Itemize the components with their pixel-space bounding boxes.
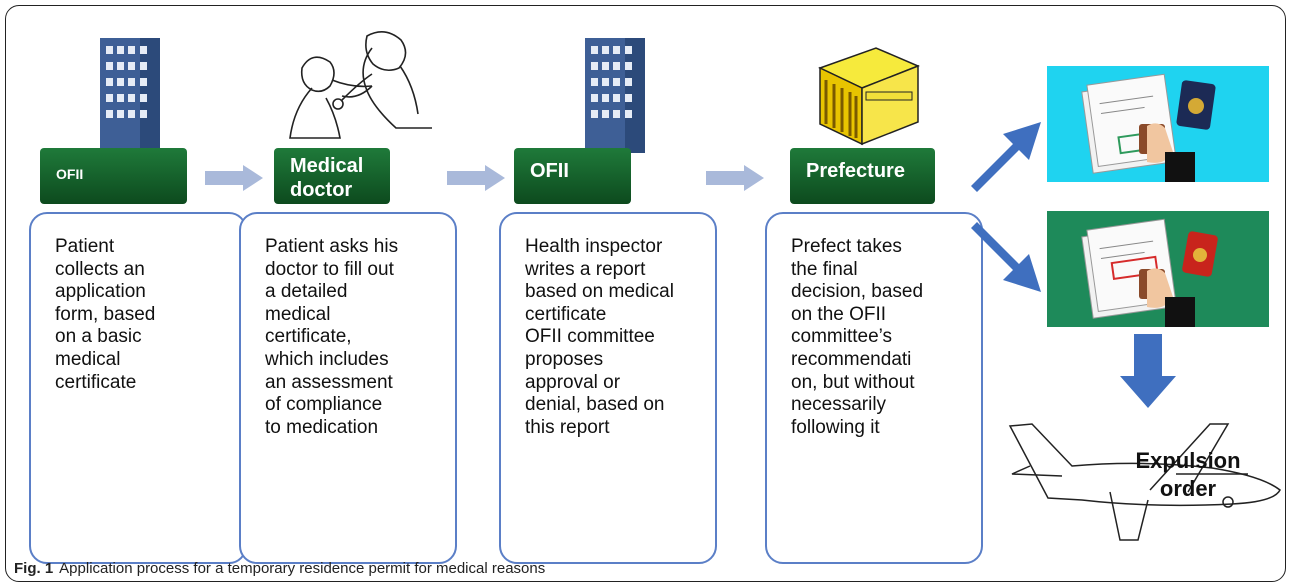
step-header-label-line2: doctor: [290, 179, 353, 201]
step-header-medical-doctor: Medical doctor: [274, 148, 390, 204]
flow-arrow-icon: [205, 165, 263, 191]
step-header-prefecture: Prefecture: [790, 148, 935, 204]
step-box-1: Patient collects an application form, ba…: [29, 212, 247, 564]
flow-arrow-icon: [706, 165, 764, 191]
expulsion-order-line2: order: [1159, 476, 1217, 501]
figure-caption-text: Application process for a temporary resi…: [59, 560, 546, 577]
figure-frame: [5, 5, 1286, 582]
flow-arrow-icon: [447, 165, 505, 191]
step-header-ofii-1: OFII: [40, 148, 187, 204]
step-description: Prefect takes the final decision, based …: [791, 236, 924, 438]
step-description: Patient collects an application form, ba…: [55, 236, 156, 393]
step-box-4: Prefect takes the final decision, based …: [765, 212, 983, 564]
approved-permit-card: [1047, 66, 1269, 182]
step-header-label-line1: Medical: [290, 155, 364, 177]
arrow-down-right-icon: [971, 222, 1041, 292]
step-header-label: Prefecture: [806, 160, 905, 182]
denied-permit-card: [1047, 211, 1269, 327]
step-header-ofii-2: OFII: [514, 148, 631, 204]
step-box-2: Patient asks his doctor to fill out a de…: [239, 212, 457, 564]
doctor-icon: [289, 31, 432, 139]
prefecture-icon: [818, 47, 920, 146]
approved-permit-icon: [1081, 73, 1216, 182]
denied-permit-icon: [1081, 218, 1218, 327]
arrow-down-icon: [1120, 334, 1176, 408]
expulsion-order-line1: Expulsion: [1135, 448, 1241, 473]
airplane-icon: [1008, 423, 1281, 541]
building-icon: [100, 38, 160, 153]
step-header-label: OFII: [530, 160, 569, 182]
figure-label: Fig. 1: [14, 560, 54, 577]
step-description: Patient asks his doctor to fill out a de…: [265, 236, 399, 438]
building-icon: [585, 38, 645, 153]
step-description: Health inspector writes a report based o…: [525, 236, 674, 438]
figure-caption: Fig. 1 Application process for a temporar…: [14, 560, 545, 577]
step-box-3: Health inspector writes a report based o…: [499, 212, 717, 564]
arrow-up-right-icon: [971, 122, 1041, 192]
expulsion-order-label: Expulsion order: [1118, 447, 1258, 503]
step-header-label: OFII: [56, 166, 84, 182]
